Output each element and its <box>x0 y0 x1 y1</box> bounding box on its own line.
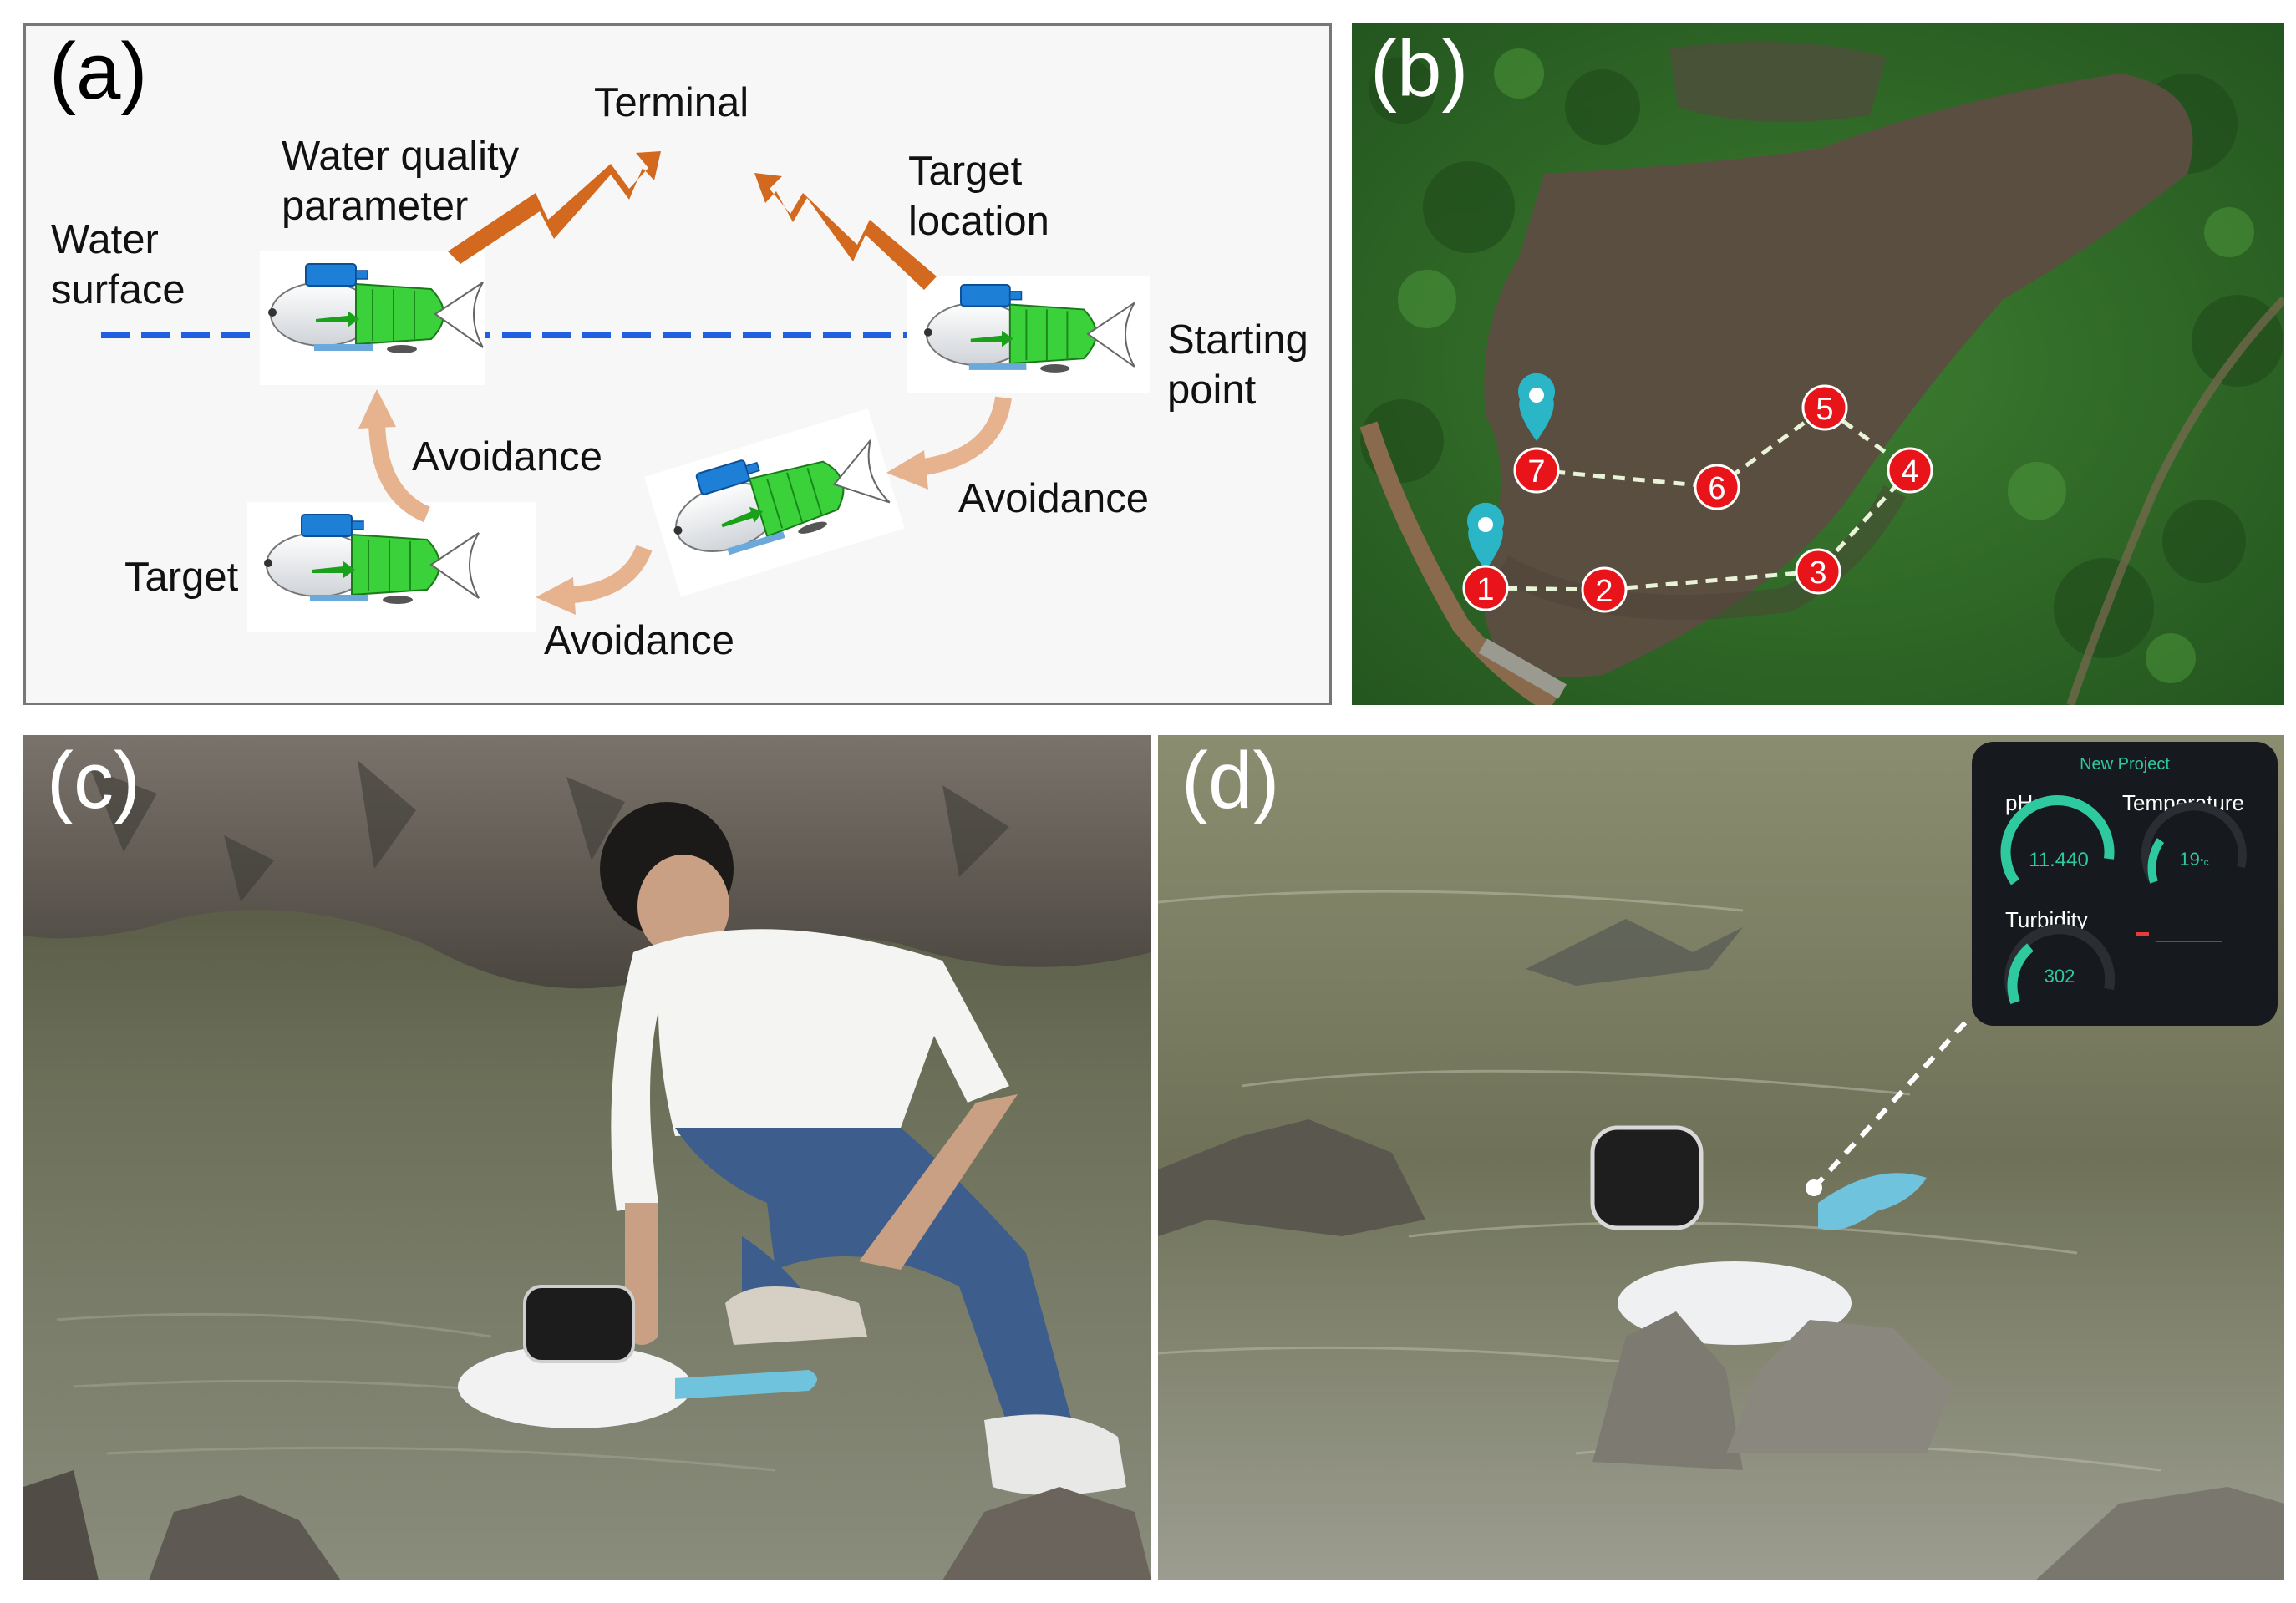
temperature-value: 19°c <box>2169 849 2219 870</box>
waypoint-4-label: 4 <box>1901 454 1918 490</box>
water-surface-label-1: Water <box>51 217 159 262</box>
terminal-label: Terminal <box>594 80 749 125</box>
avoidance-label-left: Avoidance <box>412 434 602 479</box>
target-label: Target <box>124 555 239 600</box>
avoidance-arrow-bottom <box>560 545 653 604</box>
satellite-map: 1 2 3 4 5 6 7 <box>1352 23 2284 705</box>
avoidance-arrow-left <box>368 418 431 523</box>
fish-water-quality <box>260 251 485 385</box>
panel-c-label: (c) <box>47 736 140 825</box>
panel-b-satellite-map: 1 2 3 4 5 6 7 (b) <box>1352 23 2284 705</box>
water-surface-label-2: surface <box>51 267 185 312</box>
turbidity-gauge-icon <box>2004 924 2116 1005</box>
panel-a-label: (a) <box>49 27 148 116</box>
robot-fish <box>458 1285 817 1428</box>
starting-point-label-1: Starting <box>1167 317 1308 363</box>
waypoint-1: 1 <box>1462 565 1509 611</box>
target-location-label-2: location <box>908 199 1049 244</box>
waypoint-7-label: 7 <box>1527 454 1545 490</box>
waypoint-1-label: 1 <box>1476 572 1494 607</box>
temperature-gauge-icon <box>2141 802 2247 885</box>
temperature-number: 19 <box>2179 849 2200 870</box>
ph-gauge-icon <box>2000 795 2115 885</box>
fish-starting-point <box>907 276 1150 393</box>
waypoint-5-label: 5 <box>1816 392 1833 427</box>
signal-arrow-left <box>448 151 661 264</box>
starting-point-label-2: point <box>1167 368 1257 413</box>
panel-d-photo-monitoring: (d) New Project pH Temperature Turbidity <box>1158 735 2284 1580</box>
person-figure <box>600 802 1126 1495</box>
panel-b-label: (b) <box>1370 24 1469 114</box>
waypoint-4: 4 <box>1887 447 1933 494</box>
avoidance-label-bottom: Avoidance <box>544 618 734 663</box>
water-quality-label-2: parameter <box>282 184 469 229</box>
dashboard-title: New Project <box>2080 755 2170 774</box>
panel-d-label: (d) <box>1181 736 1280 825</box>
waypoint-5: 5 <box>1801 384 1848 431</box>
avoidance-label-right: Avoidance <box>958 476 1149 521</box>
panel-a-graphics <box>101 151 1150 632</box>
panel-a-diagram: (a) Terminal Water quality parameter Tar… <box>23 23 1332 705</box>
water-quality-dashboard: New Project pH Temperature Turbidity 11.… <box>1972 742 2278 1026</box>
dashboard-gauges <box>2000 795 2247 1005</box>
pointer-line <box>1811 1017 1971 1190</box>
waypoint-3-label: 3 <box>1809 555 1826 591</box>
end-pin-icon <box>1518 373 1555 441</box>
start-pin-icon <box>1467 502 1504 571</box>
turbidity-value: 302 <box>2044 966 2075 987</box>
waypoint-6: 6 <box>1694 464 1740 510</box>
waypoint-2-label: 2 <box>1595 574 1613 609</box>
temperature-unit: °c <box>2199 856 2209 868</box>
monitoring-photo <box>1158 735 2284 1580</box>
waypoint-3: 3 <box>1795 548 1841 595</box>
fish-target <box>247 502 536 632</box>
panel-c-photo-deployment: (c) <box>23 735 1151 1580</box>
waypoint-7: 7 <box>1513 447 1560 494</box>
target-location-label-1: Target <box>908 149 1023 194</box>
lake <box>1483 74 2193 677</box>
ph-value: 11.440 <box>2029 849 2089 871</box>
deployment-photo <box>23 735 1151 1580</box>
waypoint-6-label: 6 <box>1708 471 1725 506</box>
fish-middle <box>644 408 905 597</box>
water-quality-label-1: Water quality <box>282 134 520 179</box>
signal-arrow-right <box>754 173 937 290</box>
waypoint-2: 2 <box>1581 566 1628 613</box>
avoidance-arrow-right <box>910 396 1012 477</box>
robot-fish-water <box>1590 1125 1927 1345</box>
